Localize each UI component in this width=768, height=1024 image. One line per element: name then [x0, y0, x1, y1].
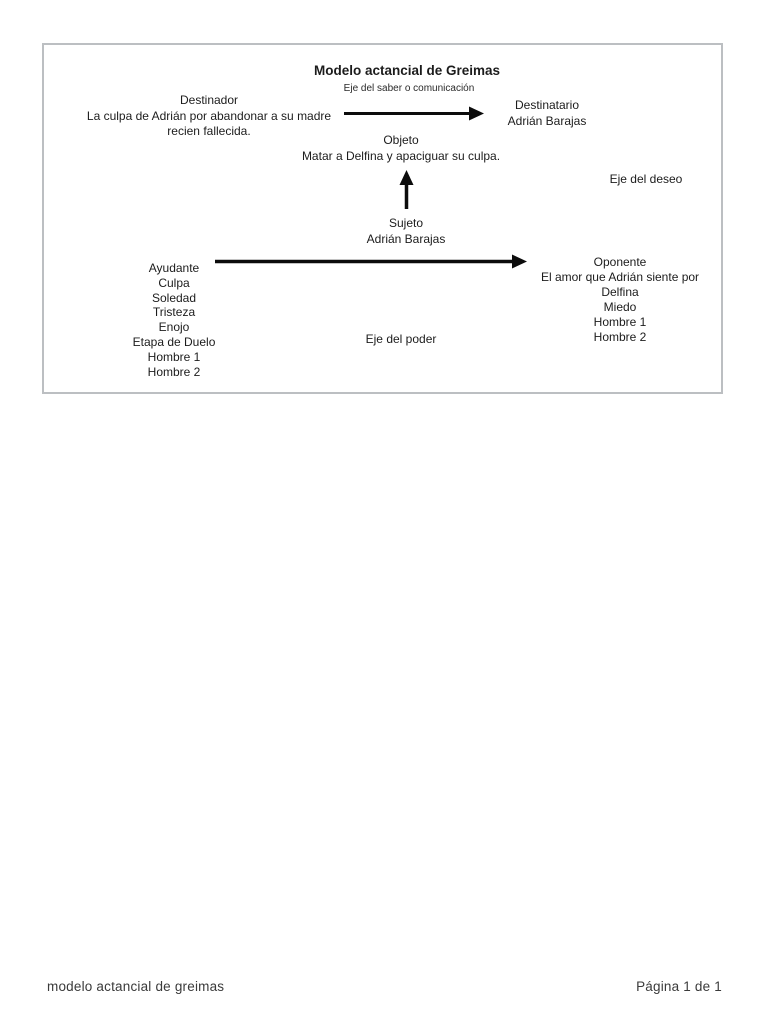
axis-deseo-label: Eje del deseo: [609, 172, 683, 186]
objeto-label: Objeto: [383, 133, 419, 147]
footer-page-indicator: Página 1 de 1: [636, 979, 722, 994]
destinador-label: Destinador: [179, 93, 239, 107]
saber-axis-arrow-icon: [344, 106, 484, 121]
sujeto-description: Adrián Barajas: [366, 231, 446, 246]
actant-ayudante: Ayudante Culpa Soledad Tristeza Enojo Et…: [133, 261, 216, 379]
deseo-axis-arrow-icon: [399, 170, 414, 209]
ayudante-item: Hombre 2: [147, 364, 201, 379]
ayudante-item: Enojo: [158, 320, 190, 335]
actant-destinador: Destinador La culpa de Adrián por abando…: [73, 93, 345, 140]
ayudante-item: Hombre 1: [147, 349, 201, 364]
oponente-item: Miedo: [603, 300, 637, 314]
actant-objeto: Objeto Matar a Delfina y apaciguar su cu…: [281, 133, 521, 164]
destinatario-label: Destinatario: [514, 98, 580, 112]
oponente-item: El amor que Adrián siente por Delfina: [540, 270, 700, 299]
axis-poder-label: Eje del poder: [365, 332, 437, 346]
diagram-title: Modelo actancial de Greimas: [313, 63, 501, 78]
oponente-item: Hombre 1: [593, 315, 647, 329]
ayudante-item: Culpa: [158, 275, 190, 290]
poder-axis-arrow-icon: [215, 254, 527, 269]
actant-destinatario: Destinatario Adrián Barajas: [467, 98, 627, 129]
oponente-item: Hombre 2: [593, 330, 647, 344]
ayudante-item: Etapa de Duelo: [132, 334, 216, 349]
axis-saber-label: Eje del saber o comunicación: [343, 83, 475, 94]
actant-sujeto: Sujeto Adrián Barajas: [326, 216, 486, 247]
destinador-description: La culpa de Adrián por abandonar a su ma…: [86, 108, 332, 139]
ayudante-label: Ayudante: [148, 261, 200, 275]
diagram-frame: Modelo actancial de Greimas Eje del sabe…: [42, 43, 723, 394]
oponente-label: Oponente: [593, 255, 647, 269]
ayudante-item: Tristeza: [152, 305, 196, 320]
ayudante-item: Soledad: [151, 290, 197, 305]
objeto-description: Matar a Delfina y apaciguar su culpa.: [301, 148, 501, 163]
actant-oponente: Oponente El amor que Adrián siente por D…: [529, 255, 711, 345]
footer-document-title: modelo actancial de greimas: [47, 979, 225, 994]
sujeto-label: Sujeto: [388, 216, 424, 230]
destinatario-description: Adrián Barajas: [507, 113, 587, 128]
